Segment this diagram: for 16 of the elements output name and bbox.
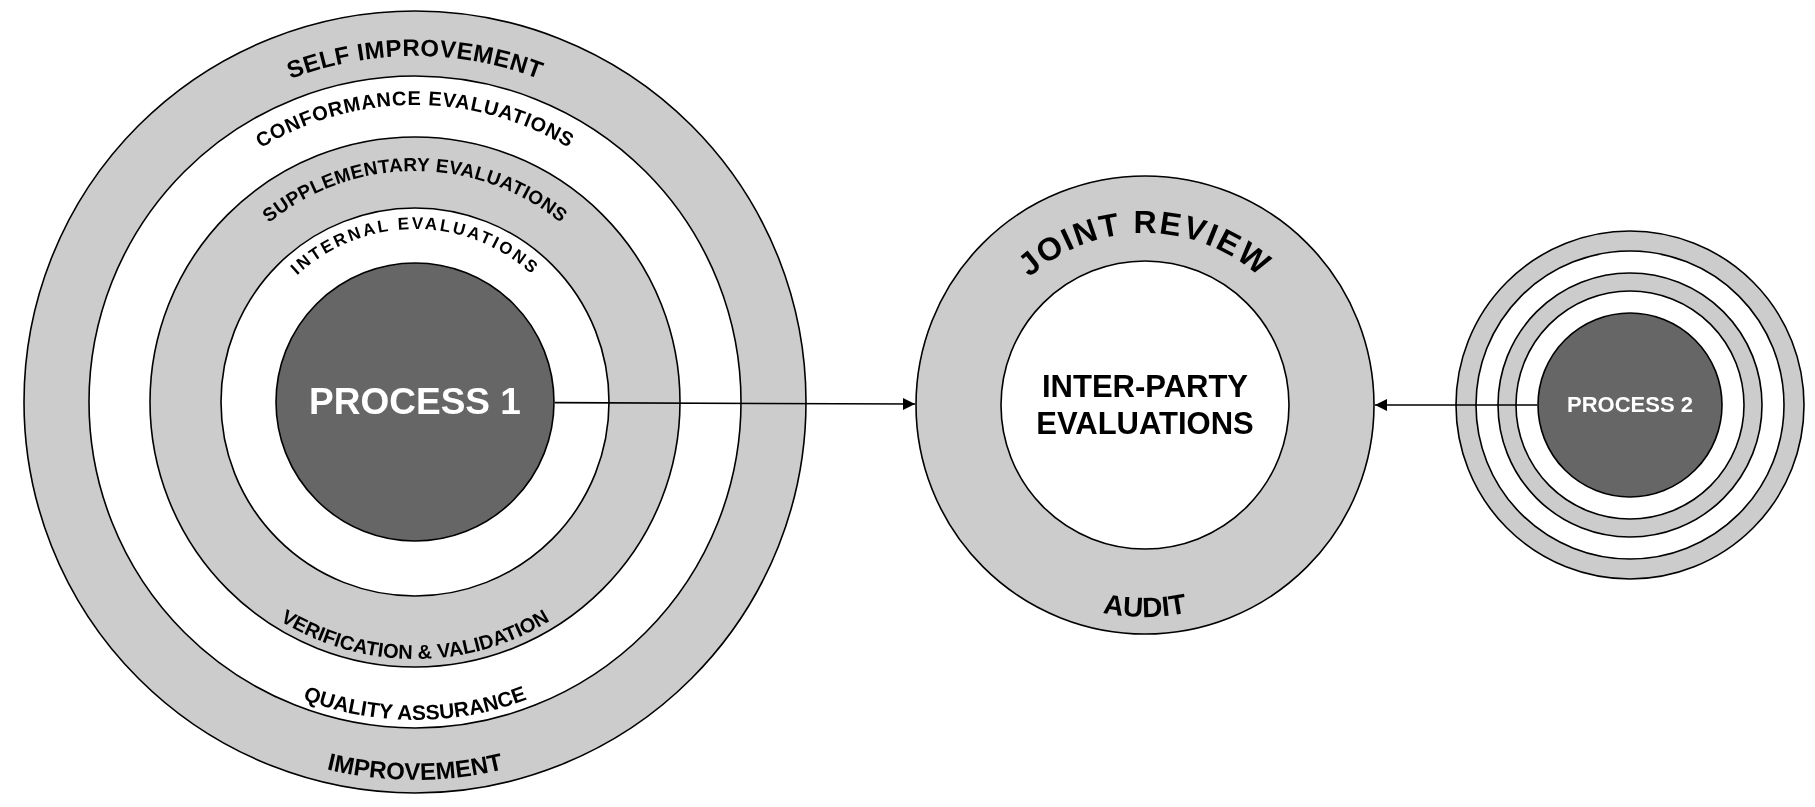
ring-label: QUALITY ASSURANCE bbox=[301, 681, 529, 724]
circle-label: PROCESS 2 bbox=[1567, 391, 1693, 419]
ring-band bbox=[1515, 290, 1745, 520]
arrow bbox=[1374, 399, 1538, 411]
ring-band bbox=[1497, 272, 1763, 538]
ring-label: SELF IMPROVEMENT bbox=[283, 33, 547, 84]
circle-label: PROCESS 1 bbox=[309, 379, 521, 424]
ring-band bbox=[1455, 230, 1805, 580]
ring-band bbox=[915, 175, 1375, 635]
process-circle bbox=[1537, 312, 1723, 498]
ring-band bbox=[23, 10, 807, 794]
arrow bbox=[554, 398, 916, 410]
ring-label: AUDIT bbox=[1101, 588, 1189, 624]
ring-label: IMPROVEMENT bbox=[325, 747, 505, 785]
circle-label: INTER-PARTY EVALUATIONS bbox=[1035, 367, 1255, 443]
ring-band bbox=[1475, 250, 1785, 560]
